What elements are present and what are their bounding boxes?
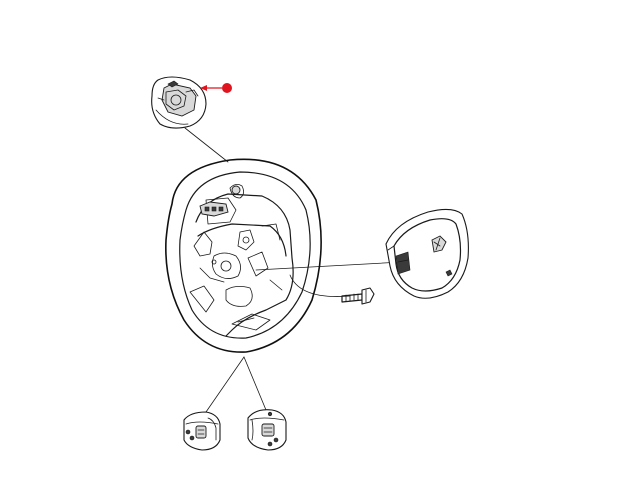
- callout-marker-dot: [222, 83, 232, 93]
- callout-arrowhead: [200, 85, 207, 91]
- steering-wheel-part: [165, 158, 322, 353]
- leader-airbag: [255, 261, 403, 271]
- switch-left-part: [183, 411, 221, 451]
- leader-clockspring: [184, 127, 229, 163]
- retaining-bolt-part: [341, 287, 375, 305]
- leader-switch-right: [243, 356, 267, 411]
- clockspring-part: [151, 76, 207, 129]
- switch-right-part: [247, 409, 287, 451]
- callout-pointer: [200, 83, 232, 93]
- airbag-module-part: [385, 208, 469, 299]
- leader-switch-left: [205, 356, 245, 413]
- leader-bolt: [289, 274, 351, 297]
